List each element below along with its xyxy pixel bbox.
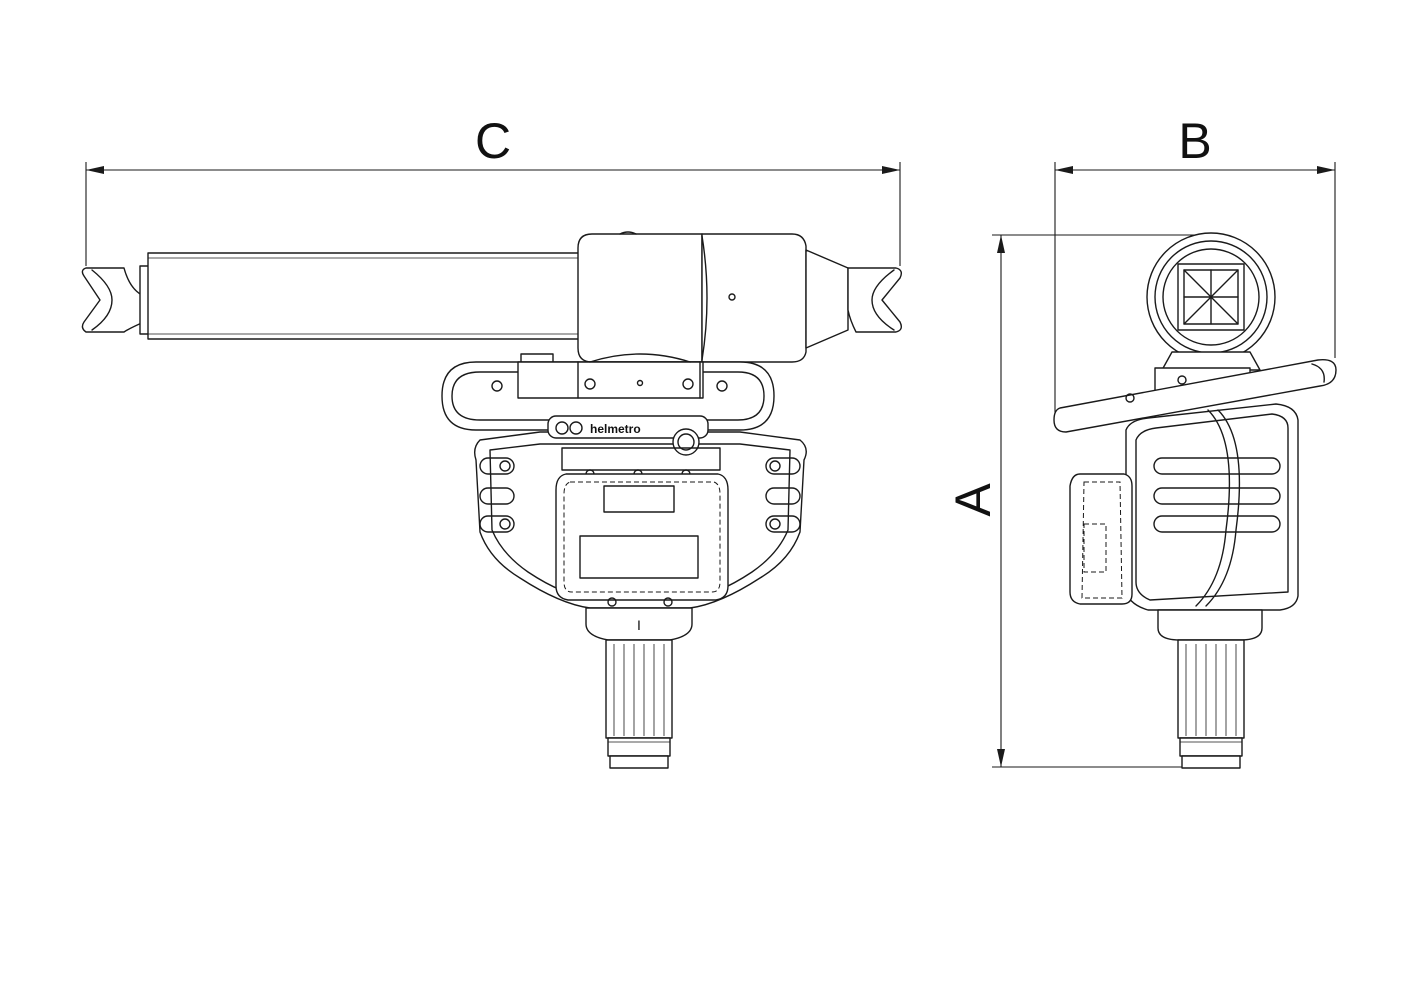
side-body [1126, 404, 1298, 610]
power-button[interactable] [673, 429, 699, 455]
side-display-module [1070, 474, 1132, 604]
switch-label: I [637, 617, 641, 633]
brand-label: helmetro [590, 422, 641, 436]
dimension-c: C [86, 113, 900, 266]
right-v-yoke [848, 268, 901, 332]
dimension-b-label: B [1178, 113, 1211, 169]
side-carry-handle [1054, 360, 1336, 432]
head-housing-rear [578, 234, 702, 362]
display-module [556, 474, 728, 600]
extension-tube [148, 253, 580, 339]
front-view: helmetro I [82, 232, 901, 768]
side-grip-handle [1178, 640, 1244, 738]
head-housing-front [702, 234, 806, 362]
grip-handle [606, 640, 672, 738]
top-display-window [604, 486, 674, 512]
dimension-b: B [1055, 113, 1335, 420]
main-display-window [580, 536, 698, 578]
dimension-a-label: A [945, 483, 1001, 517]
side-view [1054, 233, 1336, 768]
left-v-yoke [82, 268, 144, 332]
taper-nose [806, 250, 848, 348]
dimension-c-label: C [475, 113, 511, 169]
dimension-a: A [945, 235, 1210, 767]
